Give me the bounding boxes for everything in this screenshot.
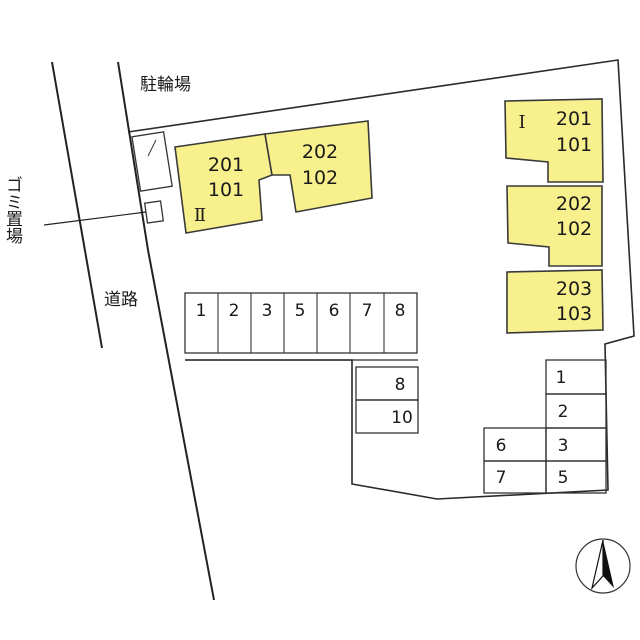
parking-space-label: 10 xyxy=(391,408,413,428)
parking-space-label: 1 xyxy=(556,368,567,388)
parking-space-label: 5 xyxy=(558,468,569,488)
garbage-area-label: ゴミ置場 xyxy=(2,176,23,245)
parking-middle-column: 8 10 xyxy=(355,366,419,434)
parking-space-label: 2 xyxy=(229,301,240,321)
parking-space-label: 6 xyxy=(329,301,340,321)
building-2-unit-202: 202 xyxy=(302,141,338,163)
parking-space-label: 7 xyxy=(362,301,373,321)
parking-space-label: 8 xyxy=(395,301,406,321)
north-arrow-icon xyxy=(575,538,631,594)
building-2-roman: Ⅱ xyxy=(194,205,206,226)
parking-space xyxy=(483,427,547,462)
building-1-bottom xyxy=(506,269,604,334)
site-boundary xyxy=(127,59,635,500)
parking-top-frame xyxy=(184,292,418,354)
parking-space-label: 8 xyxy=(395,375,406,395)
garbage-area-leader xyxy=(43,211,147,226)
bicycle-parking-label: 駐輪場 xyxy=(140,75,191,95)
parking-space-label: 1 xyxy=(196,301,207,321)
building-1-middle xyxy=(506,185,603,267)
road-west-edge xyxy=(51,61,103,349)
parking-space xyxy=(483,460,547,494)
road-label: 道路 xyxy=(104,290,138,310)
building-2-unit-101: 101 xyxy=(208,179,244,201)
parking-space xyxy=(545,427,607,462)
parking-space-label: 6 xyxy=(496,436,507,456)
building-1-unit-201: 201 xyxy=(556,108,592,130)
building-2-unit-201: 201 xyxy=(208,154,244,176)
road-east-edge xyxy=(117,61,215,601)
parking-space xyxy=(355,366,419,401)
building-1-unit-202: 202 xyxy=(556,193,592,215)
parking-space-label: 3 xyxy=(262,301,273,321)
parking-space xyxy=(545,393,607,429)
parking-space-label: 2 xyxy=(558,402,569,422)
building-1-unit-101: 101 xyxy=(556,134,592,156)
garbage-area-box xyxy=(143,200,165,224)
bicycle-parking-area xyxy=(131,131,173,192)
parking-top-row: 1 2 3 5 6 7 8 xyxy=(184,292,418,354)
parking-space-label: 5 xyxy=(295,301,306,321)
building-1-top xyxy=(504,98,604,183)
building-1-unit-102: 102 xyxy=(556,218,592,240)
building-2-right xyxy=(264,120,373,213)
building-1-unit-203: 203 xyxy=(556,278,592,300)
building-1-unit-103: 103 xyxy=(556,303,592,325)
parking-space xyxy=(355,399,419,434)
parking-right-block: 1 2 3 5 6 7 xyxy=(483,359,607,494)
building-1-roman: I xyxy=(518,112,525,133)
bicycle-parking-pointer xyxy=(147,139,157,157)
parking-space-label: 7 xyxy=(496,468,507,488)
parking-space xyxy=(545,460,607,494)
parking-space-label: 3 xyxy=(558,436,569,456)
building-2-unit-102: 102 xyxy=(302,167,338,189)
